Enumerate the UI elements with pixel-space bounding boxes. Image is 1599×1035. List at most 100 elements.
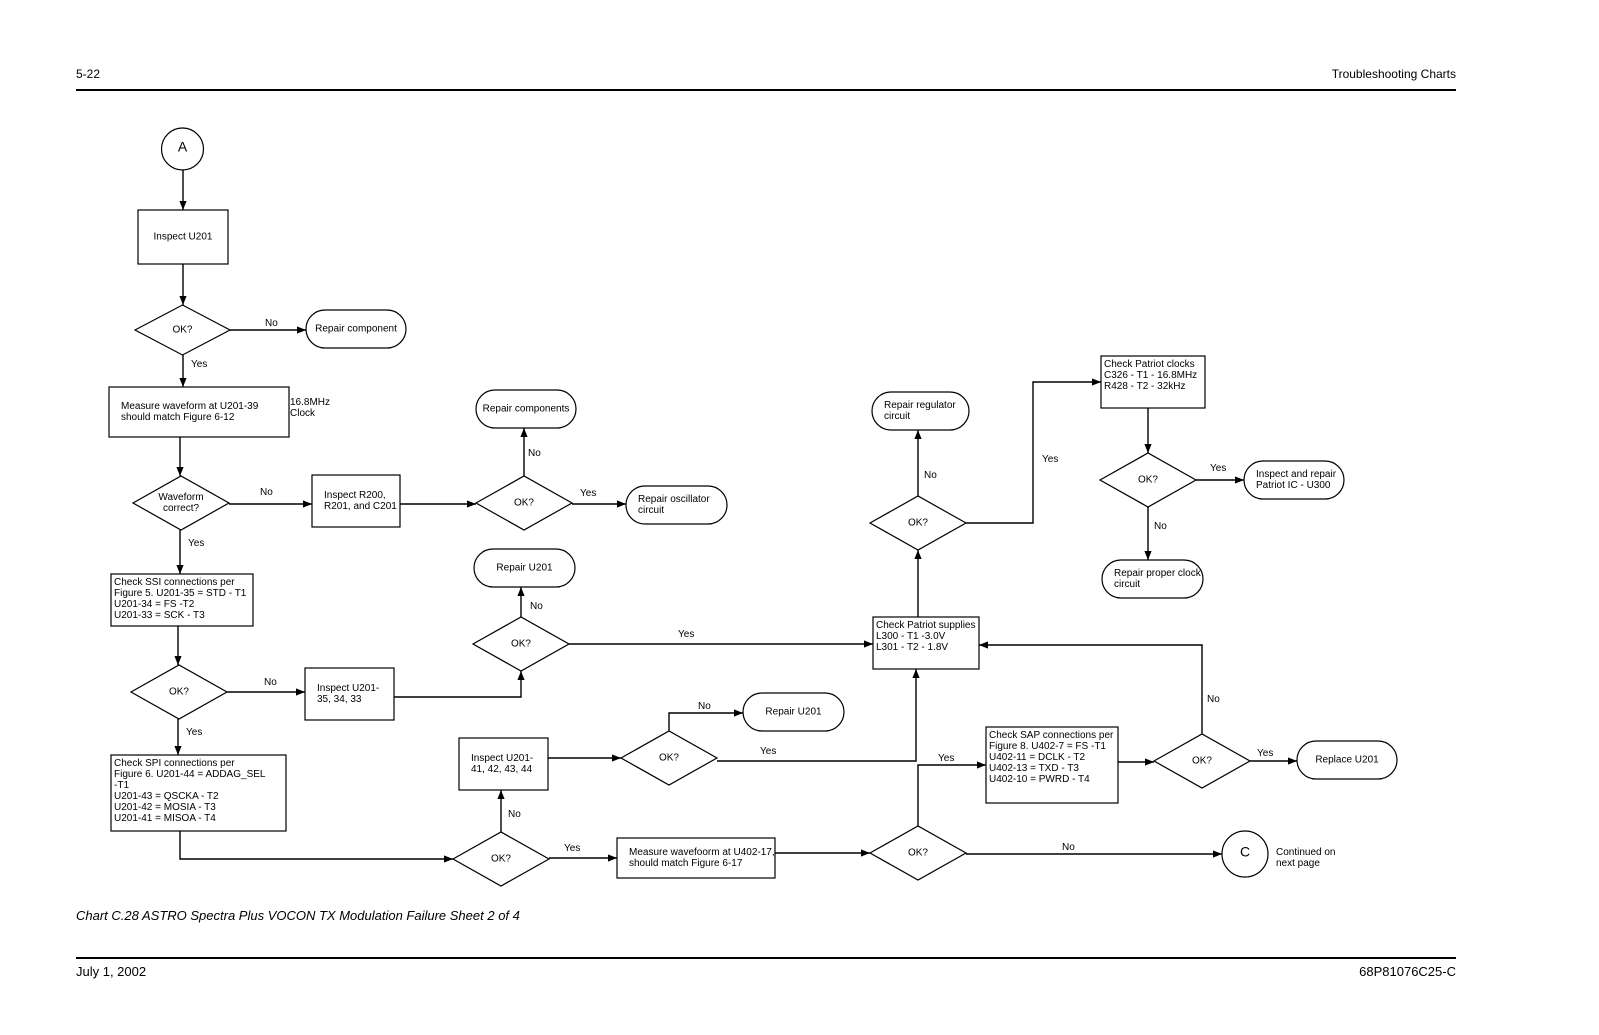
node-text: OK?: [172, 325, 192, 336]
node-text: circuit: [1114, 579, 1140, 590]
flow-edge: Yes: [176, 530, 204, 574]
node-text: C326 - T1 - 16.8MHz: [1104, 370, 1197, 381]
node-text: OK?: [169, 687, 189, 698]
node-text: Inspect U201: [154, 232, 213, 243]
footer-date: July 1, 2002: [76, 964, 147, 979]
page-number: 5-22: [76, 67, 101, 81]
node-text: U402-10 = PWRD - T4: [989, 774, 1090, 785]
flow-edge: Yes: [966, 378, 1101, 524]
node-process: Measure wavefoorm at U402-17,should matc…: [616, 837, 776, 879]
flow-edge: No: [668, 701, 743, 731]
node-terminal: Repair U201: [742, 692, 845, 732]
node-text: Continued on: [1276, 847, 1336, 858]
node-text: 35, 34, 33: [317, 694, 362, 705]
node-decision: OK?: [133, 304, 232, 356]
node-text: -T1: [114, 780, 129, 791]
edge-label: No: [264, 677, 277, 688]
node-terminal: Repair component: [305, 309, 407, 349]
node-text: OK?: [491, 854, 511, 865]
edge-label: Yes: [1042, 454, 1058, 465]
node-terminal: Replace U201: [1296, 740, 1398, 780]
terminal-pill: [1101, 559, 1204, 599]
node-terminal: Repair U201: [473, 548, 576, 588]
chart-caption: Chart C.28 ASTRO Spectra Plus VOCON TX M…: [76, 908, 520, 923]
node-decision: OK?: [129, 664, 229, 720]
decision-diamond: [471, 616, 571, 672]
node-text: U201-33 = SCK - T3: [114, 610, 205, 621]
flow-edge: Yes: [179, 355, 207, 387]
terminal-pill: [1296, 740, 1398, 780]
node-text: Check SPI connections per: [114, 758, 235, 769]
doc-number: 68P81076C25-C: [1359, 964, 1456, 979]
process-box: [616, 837, 776, 879]
node-text: next page: [1276, 858, 1320, 869]
decision-diamond: [133, 304, 232, 356]
node-text: OK?: [1138, 475, 1158, 486]
node-decision: OK?: [1152, 733, 1252, 789]
node-text: Check Patriot clocks: [1104, 359, 1195, 370]
edge-label: No: [1154, 521, 1167, 532]
node-text: Patriot IC - U300: [1256, 480, 1331, 491]
node-text: OK?: [908, 848, 928, 859]
node-decision: OK?: [619, 730, 719, 786]
process-box: [1100, 355, 1206, 409]
node-decision: OK?: [868, 825, 968, 881]
section-title: Troubleshooting Charts: [1331, 67, 1456, 81]
decision-diamond: [451, 831, 551, 887]
flow-edge: No: [966, 842, 1222, 858]
node-text: circuit: [884, 411, 910, 422]
node-text: correct?: [163, 503, 200, 514]
flow-edge: No: [230, 318, 306, 334]
edge-label: Yes: [186, 727, 202, 738]
node-text: U402-11 = DCLK - T2: [989, 752, 1086, 763]
decision-diamond: [868, 495, 968, 551]
node-text: Inspect and repair: [1256, 469, 1337, 480]
node-text: Check Patriot supplies: [876, 620, 976, 631]
node-text: Repair components: [483, 404, 570, 415]
flow-edge: Yes: [1196, 463, 1244, 484]
edge-label: Yes: [580, 488, 596, 499]
process-box: [110, 573, 254, 627]
node-text: 41, 42, 43, 44: [471, 764, 533, 775]
node-terminal: Repair components: [475, 389, 577, 429]
node-text: Figure 8. U402-7 = FS -T1: [989, 741, 1106, 752]
decision-diamond: [868, 825, 968, 881]
node-text: should match Figure 6-12: [121, 412, 235, 423]
process-box: [458, 737, 549, 791]
connector-circle: [1221, 830, 1269, 878]
edge-arrow: [717, 669, 920, 762]
decision-diamond: [129, 664, 229, 720]
node-decision: OK?: [1098, 452, 1198, 508]
flow-edge: No: [1144, 507, 1167, 560]
node-text: Check SAP connections per: [989, 730, 1114, 741]
node-text: U201-42 = MOSIA - T3: [114, 802, 216, 813]
decision-diamond: [474, 475, 574, 531]
node-connector: A: [160, 127, 205, 171]
edge-arrow: [668, 709, 743, 731]
edge-label: No: [924, 470, 937, 481]
node-text: Replace U201: [1315, 755, 1379, 766]
flow-edge: No: [979, 641, 1220, 734]
node-text: OK?: [1192, 756, 1212, 767]
terminal-pill: [475, 389, 577, 429]
process-box: [137, 209, 229, 265]
terminal-pill: [742, 692, 845, 732]
flow-edge: [179, 831, 453, 863]
edge-label: Yes: [188, 538, 204, 549]
node-text: Waveform: [158, 492, 203, 503]
flow-edge: No: [520, 428, 541, 476]
node-text: Measure waveform at U201-39: [121, 401, 259, 412]
node-text: C: [1240, 844, 1250, 860]
edge-label: Yes: [564, 843, 580, 854]
edge-label: Yes: [760, 746, 776, 757]
node-text: OK?: [659, 753, 679, 764]
